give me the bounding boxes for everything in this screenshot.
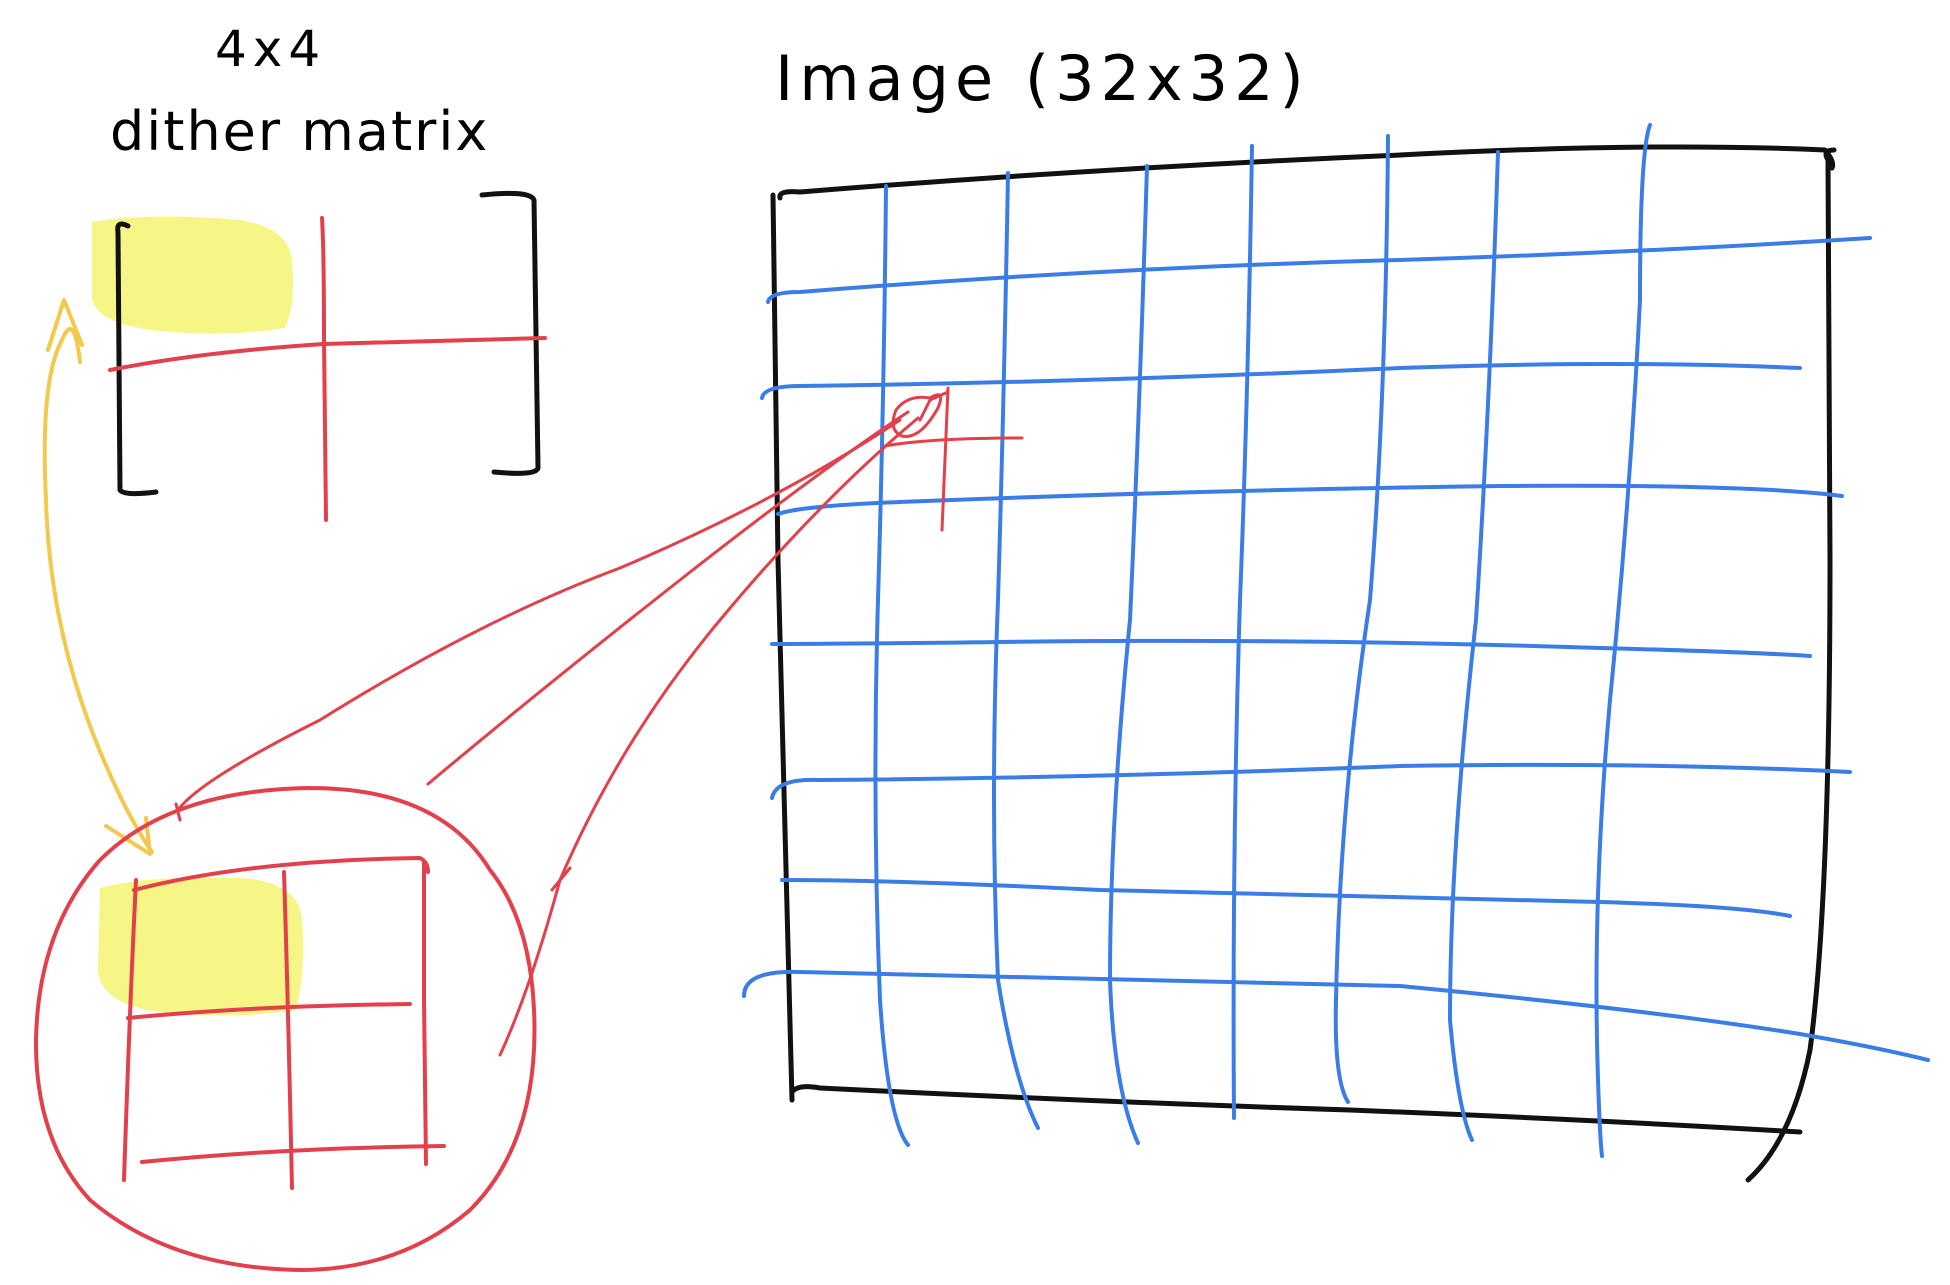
grid-line-v6 — [1448, 150, 1500, 1142]
zoomed-tile — [33, 786, 537, 1272]
zoom-tile-mid-vertical — [282, 870, 294, 1190]
tile-overlay — [883, 386, 1024, 532]
link-arrow — [42, 298, 154, 856]
matrix-name-label: dither matrix — [110, 100, 489, 163]
matrix-divider-horizontal — [108, 336, 547, 372]
grid-line-h6 — [780, 878, 1792, 918]
grid-line-v2 — [992, 171, 1040, 1130]
matrix-right-bracket — [479, 190, 541, 476]
grid-line-h1 — [766, 236, 1872, 304]
zoom-tile-left — [122, 878, 138, 1182]
grid-line-h5 — [770, 762, 1852, 800]
grid-line-h4 — [770, 638, 1812, 658]
zoom-circle — [33, 786, 537, 1272]
grid-line-h3 — [776, 483, 1844, 516]
grid-line-v1 — [873, 184, 910, 1147]
dither-matrix — [92, 190, 547, 522]
zoom-tile-mid-horizontal — [126, 1002, 412, 1020]
matrix-divider-vertical — [320, 216, 328, 522]
grid-line-v4 — [1231, 144, 1254, 1120]
matrix-left-bracket — [115, 221, 159, 497]
image-frame — [777, 144, 1836, 201]
image-title-label: Image (32x32) — [775, 42, 1310, 115]
image-grid — [742, 123, 1930, 1183]
matrix-size-label: 4x4 — [215, 20, 326, 78]
grid-line-h7 — [742, 969, 1930, 1062]
zoom-connectors — [174, 410, 920, 1057]
zoom-tile-right — [422, 860, 428, 1166]
grid-line-v5 — [1333, 134, 1390, 1104]
zoom-tile-bottom — [140, 1144, 446, 1164]
matrix-highlight-cell — [92, 216, 294, 334]
grid-line-v7 — [1594, 123, 1652, 1158]
grid-line-v3 — [1108, 164, 1149, 1145]
zoom-highlight-cell — [98, 877, 304, 1016]
grid-line-h2 — [760, 362, 1802, 400]
